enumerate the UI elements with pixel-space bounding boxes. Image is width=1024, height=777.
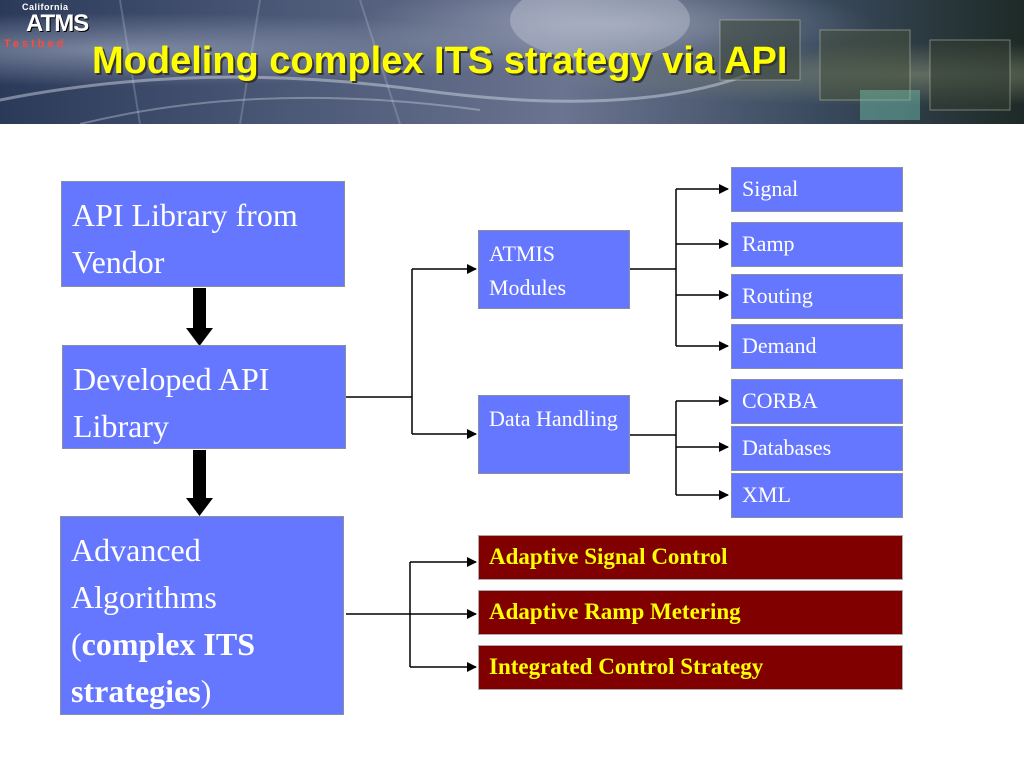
logo-state-text: California	[22, 2, 69, 12]
banner-background-graphic	[0, 0, 1011, 124]
strategy-label: Integrated Control Strategy	[489, 654, 764, 679]
atmis-child-demand: Demand	[731, 324, 903, 369]
strategy-label: Adaptive Ramp Metering	[489, 599, 741, 624]
algorithms-to-strategies-connector	[346, 557, 477, 672]
atmis-child-routing: Routing	[731, 274, 903, 319]
strategies-bold: strategies	[71, 673, 201, 709]
strategy-adaptive-signal-control: Adaptive Signal Control	[478, 535, 903, 580]
logo-sub-text: Testbed	[4, 38, 67, 50]
logo-mark-text: ATMS	[26, 10, 89, 37]
complex-its-bold: complex ITS	[81, 626, 255, 662]
advanced-line-3: (complex ITS	[71, 621, 333, 668]
atmis-child-label: Routing	[742, 283, 813, 308]
data-handling-to-children-connector	[624, 396, 729, 500]
atmis-child-ramp: Ramp	[731, 222, 903, 267]
developed-api-library-box: Developed API Library	[62, 345, 346, 449]
developed-api-library-label: Developed API Library	[73, 361, 270, 444]
atmis-modules-box: ATMIS Modules	[478, 230, 630, 309]
atmis-child-signal: Signal	[731, 167, 903, 212]
data-handling-box: Data Handling	[478, 395, 630, 474]
api-library-vendor-label: API Library from Vendor	[72, 197, 298, 280]
data-child-xml: XML	[731, 473, 903, 518]
advanced-line-1: Advanced	[71, 532, 201, 568]
advanced-algorithms-box: Advanced Algorithms (complex ITS strateg…	[60, 516, 344, 715]
data-child-databases: Databases	[731, 426, 903, 471]
atms-testbed-logo: California ATMS Testbed	[4, 2, 112, 54]
api-library-vendor-box: API Library from Vendor	[61, 181, 345, 287]
slide-title: Modeling complex ITS strategy via API	[92, 40, 788, 82]
developed-to-modules-connector	[346, 264, 477, 439]
strategy-adaptive-ramp-metering: Adaptive Ramp Metering	[478, 590, 903, 635]
atmis-modules-label: ATMIS Modules	[489, 241, 566, 300]
down-arrow-1	[186, 288, 213, 346]
strategy-integrated-control: Integrated Control Strategy	[478, 645, 903, 690]
data-handling-label: Data Handling	[489, 406, 618, 431]
paren-open: (	[71, 626, 82, 662]
advanced-line-4: strategies)	[71, 668, 333, 715]
atmis-child-label: Ramp	[742, 231, 795, 256]
atmis-to-children-connector	[624, 184, 729, 351]
atmis-child-label: Signal	[742, 176, 799, 201]
data-child-label: XML	[742, 482, 791, 507]
data-child-corba: CORBA	[731, 379, 903, 424]
strategy-label: Adaptive Signal Control	[489, 544, 728, 569]
advanced-line-2: Algorithms	[71, 579, 217, 615]
down-arrow-2	[186, 450, 213, 516]
data-child-label: Databases	[742, 435, 832, 460]
header-banner: California ATMS Testbed Modeling complex…	[0, 0, 1024, 124]
data-child-label: CORBA	[742, 388, 818, 413]
paren-close: )	[200, 673, 212, 709]
atmis-child-label: Demand	[742, 333, 817, 358]
